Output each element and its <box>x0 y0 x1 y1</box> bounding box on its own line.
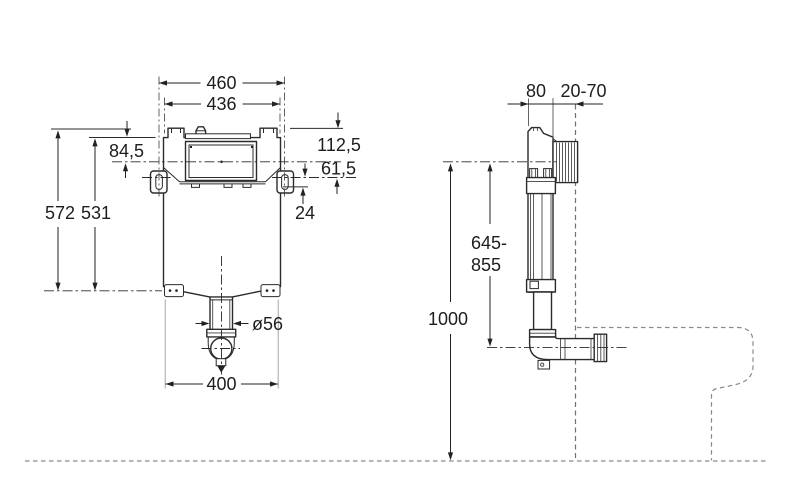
side-top-bolt-left <box>529 168 539 179</box>
bottom-bracket-left-hole-1 <box>168 289 172 292</box>
panel-corner-mark-right <box>250 146 253 148</box>
side-top-bolt-right <box>543 168 553 179</box>
outlet-pipe-sides <box>209 296 234 330</box>
install-height-arrow-top <box>447 163 454 172</box>
side-extension-lines <box>528 98 554 140</box>
overall-width-arrow-right <box>276 80 285 86</box>
bend-height-arrow-top <box>487 163 493 172</box>
side-top-bolt-lines <box>531 168 550 178</box>
dim-installation-height: 1000 <box>428 309 468 329</box>
side-view: 80 20-70 645- 855 1000 <box>25 81 769 462</box>
toilet-pan-outline <box>577 326 754 461</box>
dim-top-to-bracket-axis: 112,5 <box>317 135 361 155</box>
body-width-arrow-left <box>164 101 173 107</box>
overall-width-arrow-left <box>159 80 167 86</box>
side-tank-top-ticks <box>533 127 538 131</box>
elbow-outlet-pipe <box>528 336 595 361</box>
elbow-tab-hole <box>540 362 545 367</box>
side-flush-pipe <box>532 291 553 331</box>
dim-center-to-bracket: 61,5 <box>321 159 356 179</box>
outlet-dia-arrow-right <box>233 320 241 327</box>
install-height-arrow-bottom <box>447 452 454 461</box>
bottom-bracket-right-hole-2 <box>272 289 275 292</box>
dim-depth: 80 <box>526 81 546 101</box>
dim-bend-height-range-2: 855 <box>471 255 501 275</box>
dim-outlet-diameter: ø56 <box>252 314 283 334</box>
overall-width-extension-lines <box>158 76 285 197</box>
outlet-nub <box>215 358 227 367</box>
body-height-arrow-top <box>92 138 98 147</box>
bend-height-arrow-bottom <box>487 338 493 347</box>
bottom-bracket-left-hole-2 <box>175 289 178 292</box>
lid-strip <box>185 133 251 140</box>
wall-range-arrow <box>575 101 584 107</box>
top-tab-ticks <box>171 128 274 133</box>
overall-height-arrow-bottom <box>55 282 61 291</box>
bracket-offset-arrow <box>300 187 306 196</box>
side-tank-inner-lines <box>530 193 552 280</box>
top-to-bracket-arrow-top <box>335 120 341 129</box>
body-width-arrow-right <box>272 101 280 107</box>
side-bracket-right <box>276 170 295 194</box>
dim-bracket-offset: 24 <box>295 203 315 223</box>
access-panel-inner <box>188 144 254 178</box>
center-to-bracket-arrow <box>302 168 308 177</box>
overall-height-arrow-top <box>55 130 61 139</box>
dim-body-width: 436 <box>206 94 236 114</box>
fixing-width-arrow-right <box>270 381 278 387</box>
fixing-width-arrow-left <box>165 381 174 387</box>
fixing-width-extension-lines <box>164 299 279 389</box>
panel-corner-mark-left <box>190 146 192 148</box>
front-contour-upper <box>163 167 281 183</box>
bottom-bracket-right-hole-1 <box>265 289 269 292</box>
outlet-housing <box>207 336 235 360</box>
depth-arrow <box>520 101 529 107</box>
dim-bottom-fixing-width: 400 <box>206 374 236 394</box>
top-to-center-dim-lines <box>125 121 128 178</box>
panel-center-mark <box>220 160 223 164</box>
front-contour-tabs <box>191 183 252 188</box>
body-height-arrow-bottom <box>92 282 98 291</box>
side-top-bracket-band <box>525 176 557 195</box>
dim-body-height: 531 <box>81 203 111 223</box>
elbow-joint-lines <box>560 338 592 360</box>
connector-thread-hatching <box>556 142 575 182</box>
top-to-bracket-dim-lines <box>336 112 339 194</box>
top-to-bracket-arrow-bottom <box>334 178 340 187</box>
side-bottom-bolt <box>529 280 539 290</box>
dim-overall-height: 572 <box>45 203 75 223</box>
outlet-pipe-inner <box>212 299 231 330</box>
top-to-center-arrow-top <box>124 128 130 137</box>
outlet-dia-arrow-left <box>201 320 210 327</box>
dim-top-to-center: 84,5 <box>109 141 144 161</box>
bottom-bracket-right <box>260 284 281 298</box>
side-tank-outline <box>527 126 554 293</box>
front-view: 460 436 112,5 84,5 61,5 24 572 531 <box>44 73 361 394</box>
dim-bend-height-range-1: 645- <box>471 233 507 253</box>
bottom-bracket-left <box>164 284 184 298</box>
dim-overall-width: 460 <box>206 73 236 93</box>
top-to-center-arrow-bottom <box>122 163 129 172</box>
dim-wall-finish-range: 20-70 <box>560 81 606 101</box>
